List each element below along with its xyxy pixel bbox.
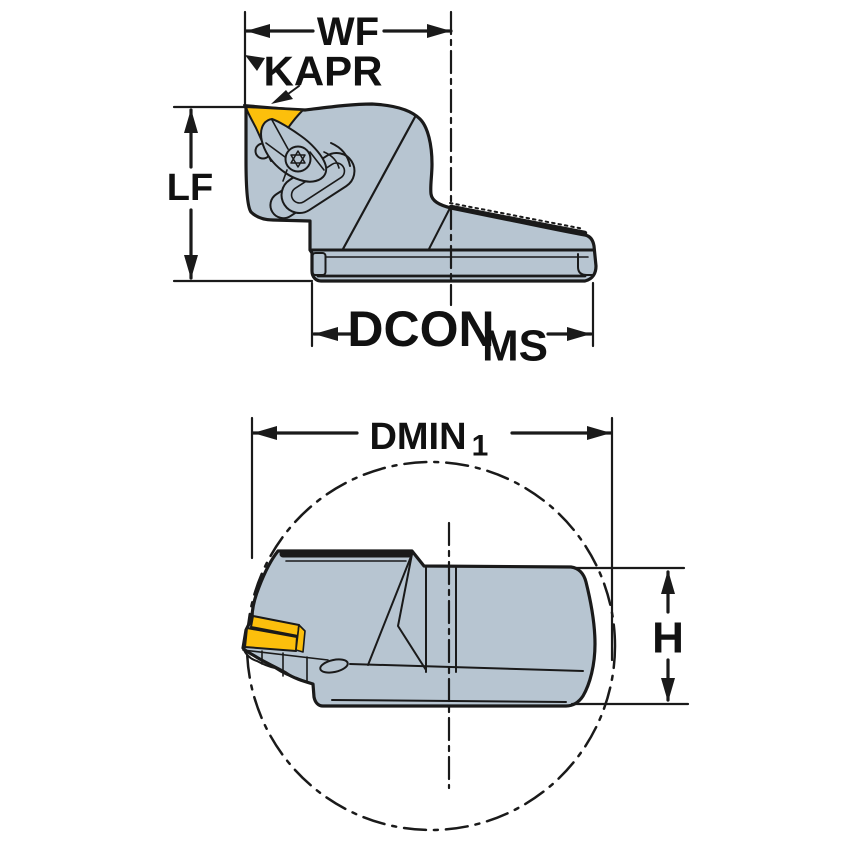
cutting-insert-front-view — [244, 615, 306, 653]
pocket-scallop-outline — [242, 647, 314, 685]
wf-arrow-left-icon — [246, 24, 270, 38]
top-view: WF KAPR LF DCON MS — [167, 10, 598, 371]
wf-label: WF — [317, 10, 379, 54]
h-label: H — [652, 614, 684, 663]
taper-serration-texture — [449, 202, 585, 230]
neck-facet-line — [428, 207, 451, 250]
lf-arrow-down-icon — [184, 255, 198, 279]
dcon-subscript: MS — [482, 322, 548, 371]
seat-arc-inner — [323, 151, 340, 169]
dcon-arrow-left-icon — [314, 327, 338, 341]
seat-arc-outer — [330, 142, 351, 167]
lf-label: LF — [167, 167, 213, 209]
dcon-arrow-right-icon — [567, 327, 591, 341]
rail-right-cap — [577, 253, 594, 276]
dmin-dimension: DMIN 1 — [250, 416, 614, 662]
dcon-label: DCON — [347, 301, 494, 357]
shank-taper-edge — [448, 204, 588, 236]
wf-dimension: WF — [243, 10, 453, 109]
bottom-view: DMIN 1 H — [241, 416, 690, 832]
lf-dimension: LF — [167, 105, 314, 283]
pocket-line — [349, 663, 584, 672]
head-facet-line — [341, 115, 417, 251]
pocket-facet-lines — [261, 650, 308, 682]
h-arrow-up-icon — [661, 570, 675, 594]
front-facet-line-a — [367, 553, 413, 666]
clamp-facet-lines — [265, 119, 325, 182]
rail-left-cap — [311, 252, 327, 276]
kapr-arrow-tail — [287, 85, 300, 95]
kapr-label: KAPR — [263, 48, 382, 95]
dmin-label: DMIN — [369, 416, 466, 458]
insert-main-band — [244, 627, 298, 652]
torx-screw-icon — [284, 145, 312, 173]
dcon-dimension: DCON MS — [310, 281, 595, 371]
kapr-arrow-upper-icon — [245, 55, 265, 71]
dmin-arrow-left-icon — [253, 426, 277, 440]
dmin-subscript: 1 — [472, 430, 489, 463]
dmin-arrow-right-icon — [587, 426, 611, 440]
h-dimension: H — [570, 566, 690, 706]
h-arrow-down-icon — [661, 678, 675, 702]
wf-arrow-right-icon — [427, 24, 451, 38]
pocket-scallop-shelf — [242, 649, 329, 661]
pocket-ear-notch — [319, 658, 349, 674]
lf-arrow-up-icon — [184, 109, 198, 133]
insert-right-facet — [295, 624, 306, 653]
kapr-annotation: KAPR — [245, 48, 383, 104]
front-facet-line-b — [397, 553, 427, 671]
